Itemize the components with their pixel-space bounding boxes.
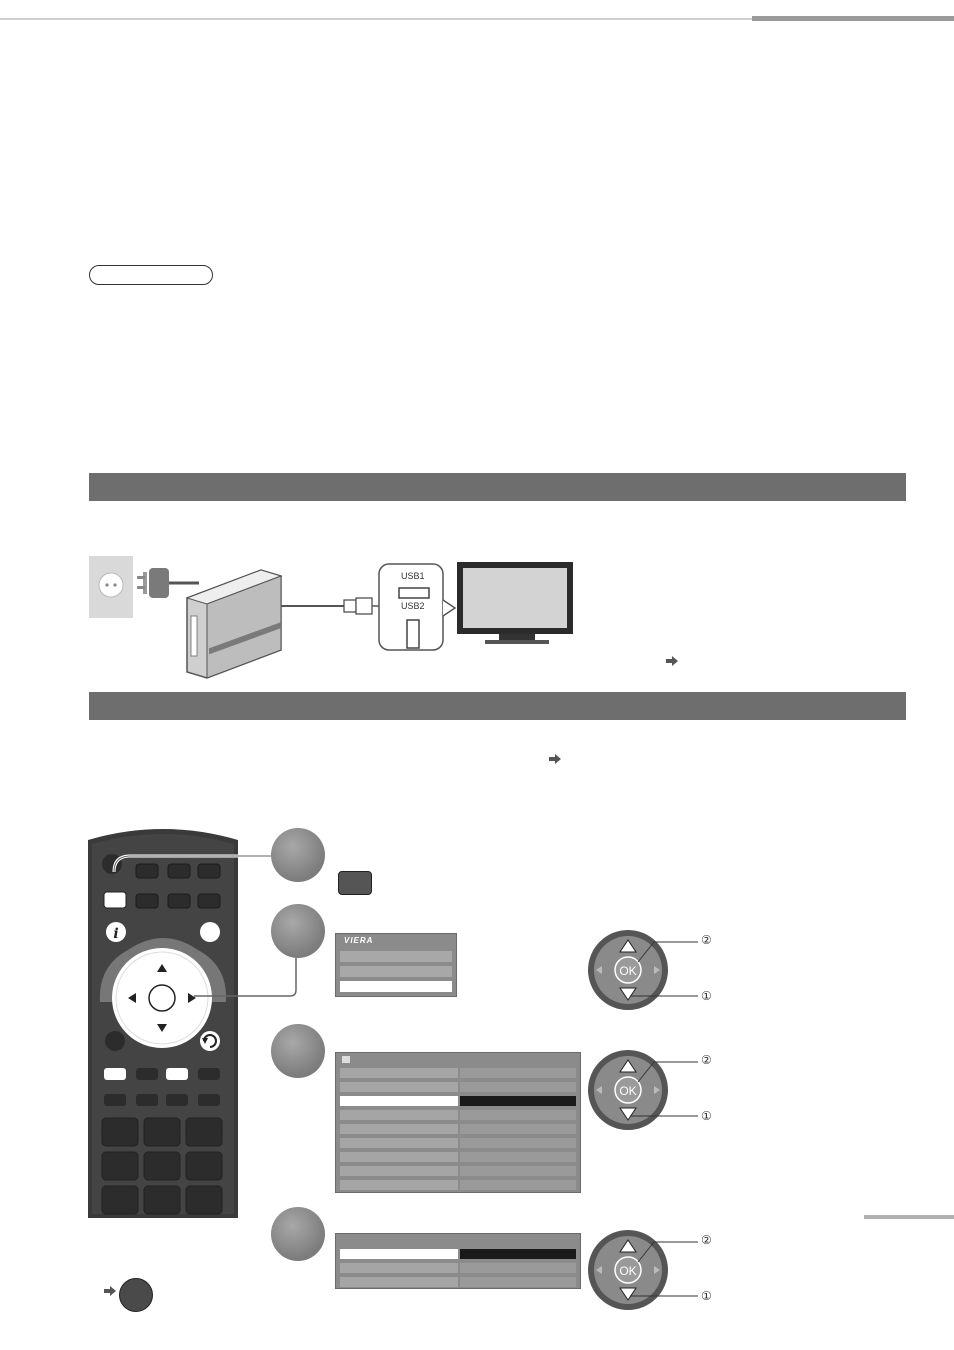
section-bar-connection bbox=[89, 473, 906, 501]
svg-text:OK: OK bbox=[619, 1264, 636, 1278]
section-bar-settings bbox=[89, 692, 906, 720]
top-rule bbox=[0, 18, 954, 20]
remote-control: i bbox=[88, 829, 238, 1218]
submenu-selected-row[interactable] bbox=[340, 1249, 458, 1259]
ok-pad-step2[interactable]: OK bbox=[586, 928, 716, 1014]
continued-rule bbox=[864, 1215, 954, 1219]
svg-text:OK: OK bbox=[619, 1084, 636, 1098]
setup-list-selected-row[interactable] bbox=[340, 1096, 458, 1106]
reference-arrow-icon bbox=[104, 1286, 116, 1296]
viera-main-menu: VIERA bbox=[335, 933, 457, 997]
connection-diagram bbox=[89, 556, 573, 679]
callout-lines bbox=[112, 854, 297, 997]
remote-ok-button[interactable] bbox=[148, 984, 176, 1012]
menu-item-picture[interactable] bbox=[340, 951, 452, 962]
callout-2: ② bbox=[701, 1053, 712, 1067]
callout-2: ② bbox=[701, 1233, 712, 1247]
reference-arrow-icon bbox=[666, 656, 678, 666]
note-label-pill bbox=[89, 265, 213, 285]
step-1-marker bbox=[271, 828, 325, 882]
wall-outlet-icon bbox=[89, 556, 133, 618]
submenu-list bbox=[335, 1233, 581, 1289]
viera-logo: VIERA bbox=[344, 936, 374, 945]
callout-2: ② bbox=[701, 933, 712, 947]
ok-pad-step4[interactable]: OK bbox=[586, 1228, 716, 1314]
menu-button[interactable] bbox=[103, 891, 127, 909]
usb-hdd-icon bbox=[185, 569, 283, 679]
callout-1: ① bbox=[701, 1289, 712, 1303]
usb-port-panel bbox=[378, 563, 457, 651]
step-2-marker bbox=[271, 904, 325, 958]
exit-button-icon bbox=[119, 1278, 153, 1312]
top-rule-accent bbox=[752, 16, 954, 21]
setup-menu-list bbox=[335, 1052, 581, 1193]
usb2-label: USB2 bbox=[401, 601, 425, 611]
callout-1: ① bbox=[701, 989, 712, 1003]
power-plug-icon bbox=[137, 568, 199, 598]
usb1-label: USB1 bbox=[401, 571, 425, 581]
svg-text:i: i bbox=[113, 926, 118, 942]
step-4-marker bbox=[271, 1207, 325, 1261]
step-3-marker bbox=[271, 1024, 325, 1078]
setup-icon bbox=[342, 1056, 350, 1063]
menu-key-icon bbox=[338, 871, 372, 895]
reference-arrow-icon bbox=[549, 754, 561, 764]
ok-pad-step3[interactable]: OK bbox=[586, 1048, 716, 1134]
callout-1: ① bbox=[701, 1109, 712, 1123]
svg-text:OK: OK bbox=[619, 964, 636, 978]
tv-icon bbox=[457, 562, 573, 644]
menu-item-sound[interactable] bbox=[340, 966, 452, 977]
menu-item-setup[interactable] bbox=[340, 981, 452, 992]
